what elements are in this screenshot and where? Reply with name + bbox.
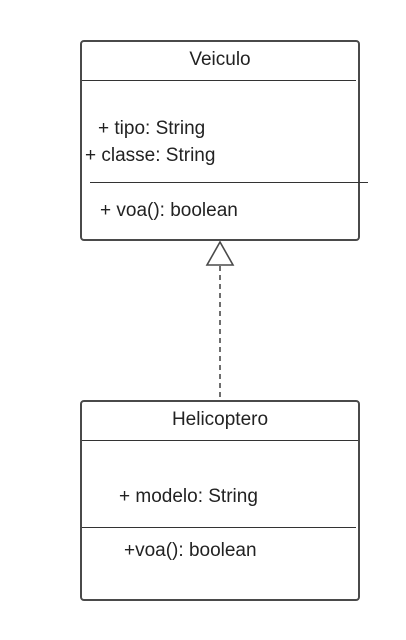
class-veiculo-attributes-divider — [90, 182, 368, 183]
class-helicoptero[interactable]: Helicoptero + modelo: String +voa(): boo… — [80, 400, 360, 601]
class-veiculo[interactable]: Veiculo + tipo: String + classe: String … — [80, 40, 368, 241]
class-helicoptero-name: Helicoptero — [171, 409, 269, 430]
realization-arrowhead — [205, 240, 235, 266]
class-veiculo-method: + voa(): boolean — [100, 200, 238, 221]
class-veiculo-name: Veiculo — [189, 49, 251, 70]
class-veiculo-name-divider — [82, 80, 356, 81]
class-veiculo-attribute: + classe: String — [85, 145, 216, 166]
class-helicoptero-method: +voa(): boolean — [124, 540, 257, 561]
class-helicoptero-name-divider — [82, 440, 358, 441]
class-helicoptero-attributes-divider — [82, 527, 356, 528]
class-helicoptero-attribute: + modelo: String — [119, 486, 258, 507]
class-veiculo-attribute: + tipo: String — [98, 118, 206, 139]
